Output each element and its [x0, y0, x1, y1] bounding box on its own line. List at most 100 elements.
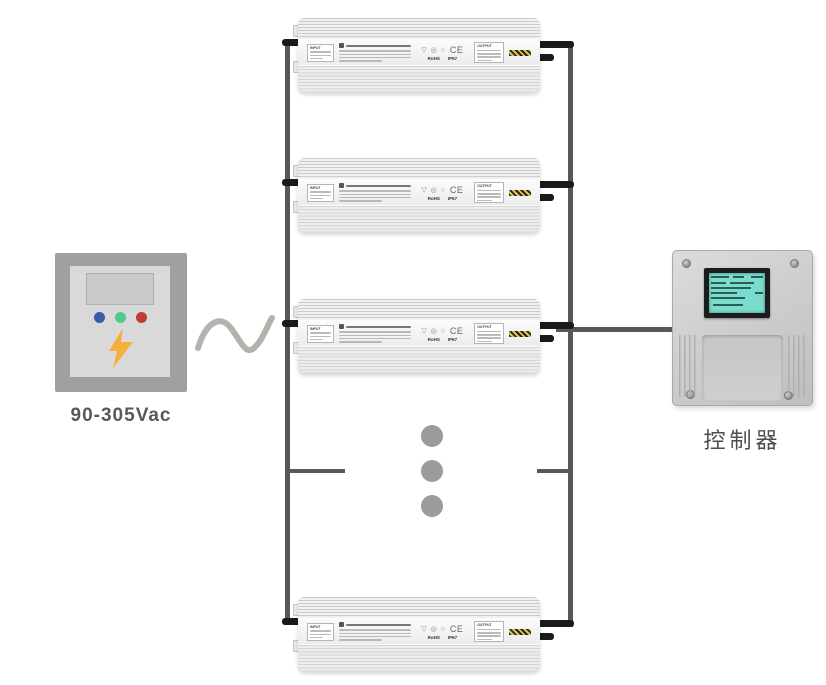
brand-logo-icon [338, 43, 344, 49]
vent-grille-left [679, 335, 697, 397]
cert-icons: ▽ ◎ ○ [421, 186, 446, 194]
cert-icons: ▽ ◎ ○ [421, 327, 446, 335]
warning-strip-icon [509, 189, 531, 196]
controller-wire [556, 327, 674, 332]
ellipsis-dot [421, 495, 443, 517]
output-cable [536, 620, 574, 627]
heatsink-fins-bottom [298, 645, 540, 671]
heatsink-fins-bottom [298, 347, 540, 373]
input-spec-box: INPUT [307, 183, 334, 202]
ce-mark: CE [449, 623, 464, 634]
bus-wire-left [285, 42, 290, 625]
output-spec-box: OUTPUT [474, 42, 505, 63]
input-spec-box: INPUT [307, 43, 334, 62]
model-info [338, 183, 411, 202]
output-header: OUTPUT [477, 623, 492, 627]
input-cable [282, 39, 304, 46]
screw-icon [790, 259, 799, 268]
output-cable-2 [532, 335, 554, 342]
led-driver: INPUT ▽ ◎ ○ CE RoHS IP67 [282, 597, 574, 671]
vent-grille-right [788, 335, 806, 397]
indicator-dot-red [135, 312, 147, 323]
output-header: OUTPUT [477, 44, 492, 48]
controller-label: 控制器 [703, 428, 782, 453]
input-cable [282, 618, 304, 625]
bus-stub-left [287, 469, 345, 473]
input-header: INPUT [310, 45, 321, 50]
indicator-dot-green [114, 312, 126, 323]
controller: 控制器 [672, 250, 813, 455]
rohs-mark: RoHS [427, 634, 440, 640]
indicator-dot-blue [93, 312, 105, 323]
driver-label: INPUT ▽ ◎ ○ CE RoHS IP67 [298, 320, 540, 347]
rohs-mark: RoHS [427, 336, 440, 342]
ellipsis-dots [421, 425, 443, 517]
ce-mark: CE [449, 44, 464, 55]
output-spec-box: OUTPUT [474, 323, 505, 344]
led-driver: INPUT ▽ ◎ ○ CE RoHS IP67 [282, 18, 574, 92]
driver-label: INPUT ▽ ◎ ○ CE RoHS IP67 [298, 179, 540, 206]
heatsink-fins-top [298, 158, 540, 179]
certification-marks: ▽ ◎ ○ CE RoHS IP67 [416, 326, 470, 342]
power-meter-panel [70, 266, 170, 377]
output-cable-2 [532, 633, 554, 640]
controller-lcd-bezel [704, 268, 770, 318]
power-meter-icon [55, 253, 187, 392]
bus-wire-right [568, 43, 573, 627]
input-header: INPUT [310, 185, 321, 190]
output-spec-box: OUTPUT [474, 621, 505, 642]
output-cable [536, 322, 574, 329]
output-cable-2 [532, 54, 554, 61]
output-header: OUTPUT [477, 184, 492, 188]
input-cable [282, 320, 304, 327]
ip67-mark: IP67 [447, 55, 458, 61]
cert-icons: ▽ ◎ ○ [421, 625, 446, 633]
led-driver: INPUT ▽ ◎ ○ CE RoHS IP67 [282, 299, 574, 373]
driver-body: INPUT ▽ ◎ ○ CE RoHS IP67 [298, 18, 540, 92]
ip67-mark: IP67 [447, 634, 458, 640]
model-info [338, 622, 411, 641]
output-header: OUTPUT [477, 325, 492, 329]
heatsink-fins-top [298, 299, 540, 320]
brand-logo-icon [338, 622, 344, 628]
controller-front-panel [702, 335, 783, 401]
led-driver: INPUT ▽ ◎ ○ CE RoHS IP67 [282, 158, 574, 232]
driver-body: INPUT ▽ ◎ ○ CE RoHS IP67 [298, 158, 540, 232]
ac-wave-icon [195, 315, 275, 353]
lightning-bolt-icon [109, 328, 133, 368]
ellipsis-dot [421, 460, 443, 482]
warning-strip-icon [509, 330, 531, 337]
meter-display [86, 273, 154, 305]
heatsink-fins-top [298, 18, 540, 39]
certification-marks: ▽ ◎ ○ CE RoHS IP67 [416, 45, 470, 61]
ip67-mark: IP67 [447, 336, 458, 342]
input-header: INPUT [310, 624, 321, 629]
bus-stub-right [537, 469, 570, 473]
cert-icons: ▽ ◎ ○ [421, 46, 446, 54]
controller-box [672, 250, 813, 406]
rohs-mark: RoHS [427, 195, 440, 201]
output-cable [536, 41, 574, 48]
screw-icon [682, 259, 691, 268]
brand-logo-icon [338, 183, 344, 189]
rohs-mark: RoHS [427, 55, 440, 61]
heatsink-fins-bottom [298, 206, 540, 232]
heatsink-fins-top [298, 597, 540, 618]
controller-screen [709, 273, 765, 313]
ce-mark: CE [449, 184, 464, 195]
certification-marks: ▽ ◎ ○ CE RoHS IP67 [416, 185, 470, 201]
power-source: 90-305Vac [55, 253, 187, 427]
driver-label: INPUT ▽ ◎ ○ CE RoHS IP67 [298, 39, 540, 66]
output-cable [536, 181, 574, 188]
input-header: INPUT [310, 326, 321, 331]
ip67-mark: IP67 [447, 195, 458, 201]
driver-body: INPUT ▽ ◎ ○ CE RoHS IP67 [298, 299, 540, 373]
power-source-label: 90-305Vac [70, 405, 172, 426]
certification-marks: ▽ ◎ ○ CE RoHS IP67 [416, 624, 470, 640]
output-spec-box: OUTPUT [474, 182, 505, 203]
model-info [338, 324, 411, 343]
heatsink-fins-bottom [298, 66, 540, 92]
input-cable [282, 179, 304, 186]
model-info [338, 43, 411, 62]
